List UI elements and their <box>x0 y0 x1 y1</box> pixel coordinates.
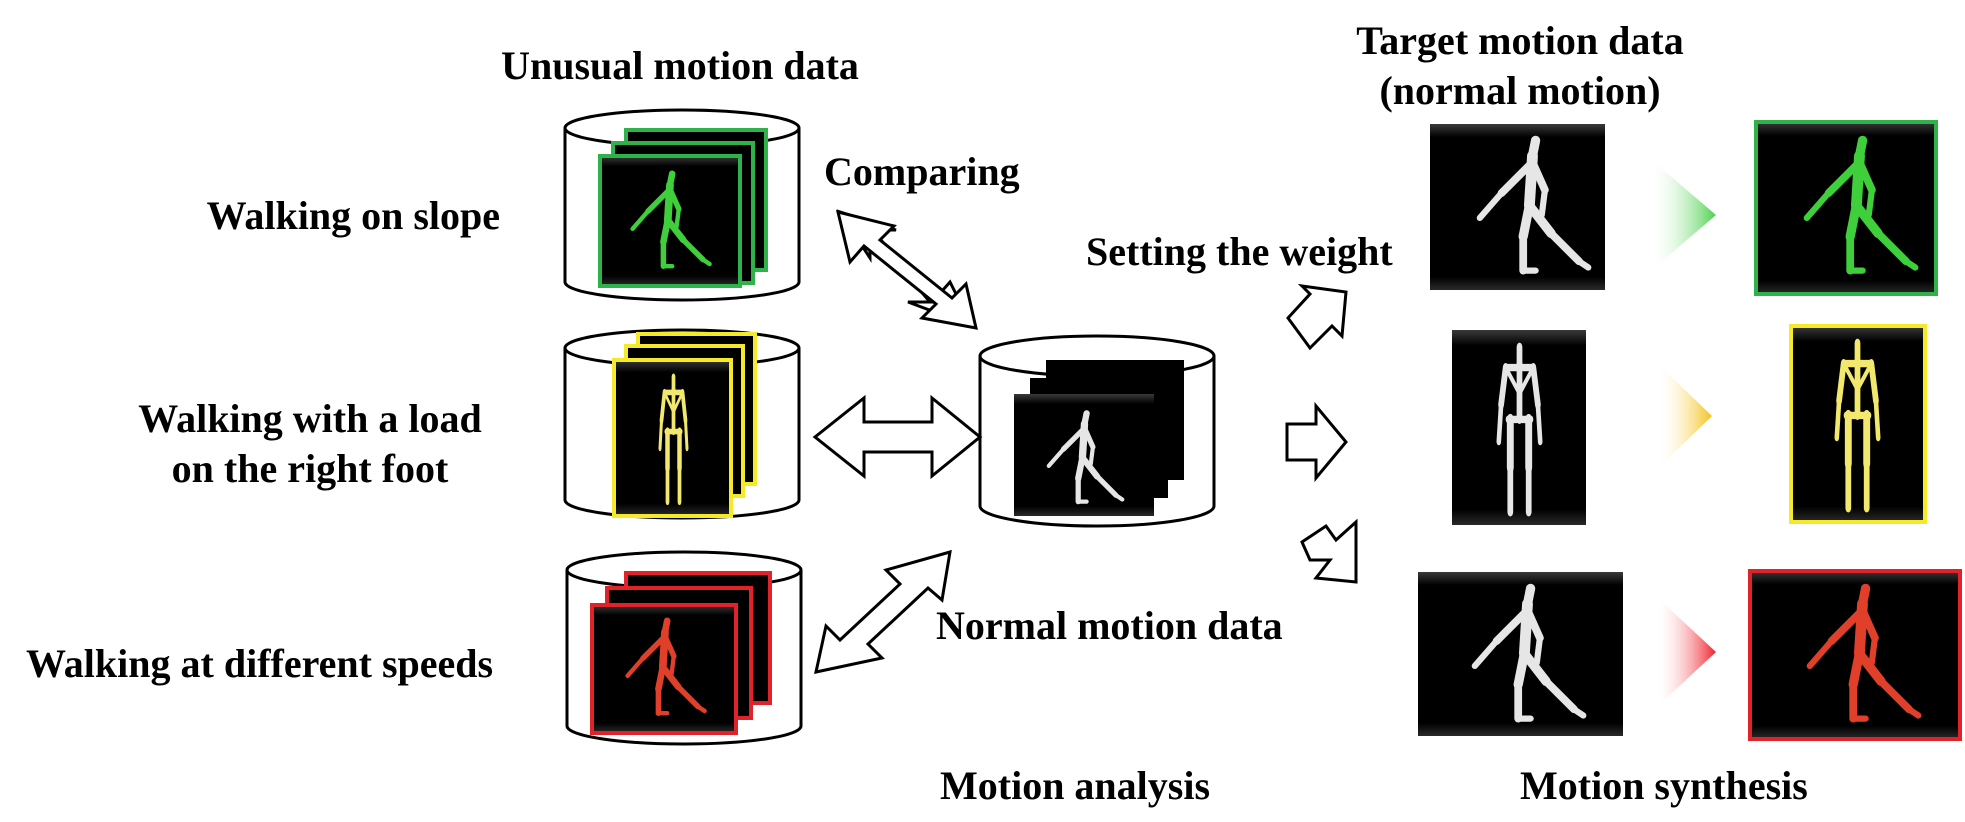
unusual-db-slope <box>563 108 801 302</box>
arrow-right <box>1285 401 1348 483</box>
unusual-db-speed <box>565 550 803 746</box>
row-label-load-line1: Walking with a load <box>138 396 482 441</box>
target-title-line2: (normal motion) <box>1379 68 1661 113</box>
gradient-arrow-red <box>1660 600 1716 704</box>
row-label-load: Walking with a load on the right foot <box>100 394 520 494</box>
comparing-label: Comparing <box>824 149 1020 194</box>
unusual-db-load <box>563 328 801 520</box>
target-frame-3 <box>1418 572 1623 736</box>
double-arrow-bottom <box>814 549 952 674</box>
normal-db <box>978 334 1216 528</box>
target-title-line1: Target motion data <box>1356 18 1684 63</box>
double-arrow-top-outline <box>835 209 978 330</box>
row-label-load-line2: on the right foot <box>171 446 449 491</box>
motion-analysis-label: Motion analysis <box>940 763 1211 808</box>
target-motion-title: Target motion data (normal motion) <box>1310 16 1730 116</box>
double-arrow-middle <box>812 394 983 480</box>
normal-motion-label: Normal motion data <box>936 603 1283 648</box>
setting-weight-label: Setting the weight <box>1086 229 1393 274</box>
unusual-motion-title: Unusual motion data <box>501 43 859 88</box>
target-frame-2 <box>1452 330 1586 525</box>
gradient-arrow-green <box>1654 162 1716 268</box>
synth-frame-green <box>1754 120 1938 296</box>
row-label-speed: Walking at different speeds <box>26 641 494 686</box>
target-frame-1 <box>1430 124 1605 290</box>
arrow-up-right <box>1286 283 1348 351</box>
synth-frame-red <box>1748 569 1962 741</box>
gradient-arrow-yellow <box>1660 366 1712 466</box>
row-label-slope: Walking on slope <box>206 193 500 238</box>
synth-frame-yellow <box>1789 324 1927 524</box>
motion-synthesis-label: Motion synthesis <box>1520 763 1808 808</box>
arrow-down-right <box>1300 518 1358 584</box>
